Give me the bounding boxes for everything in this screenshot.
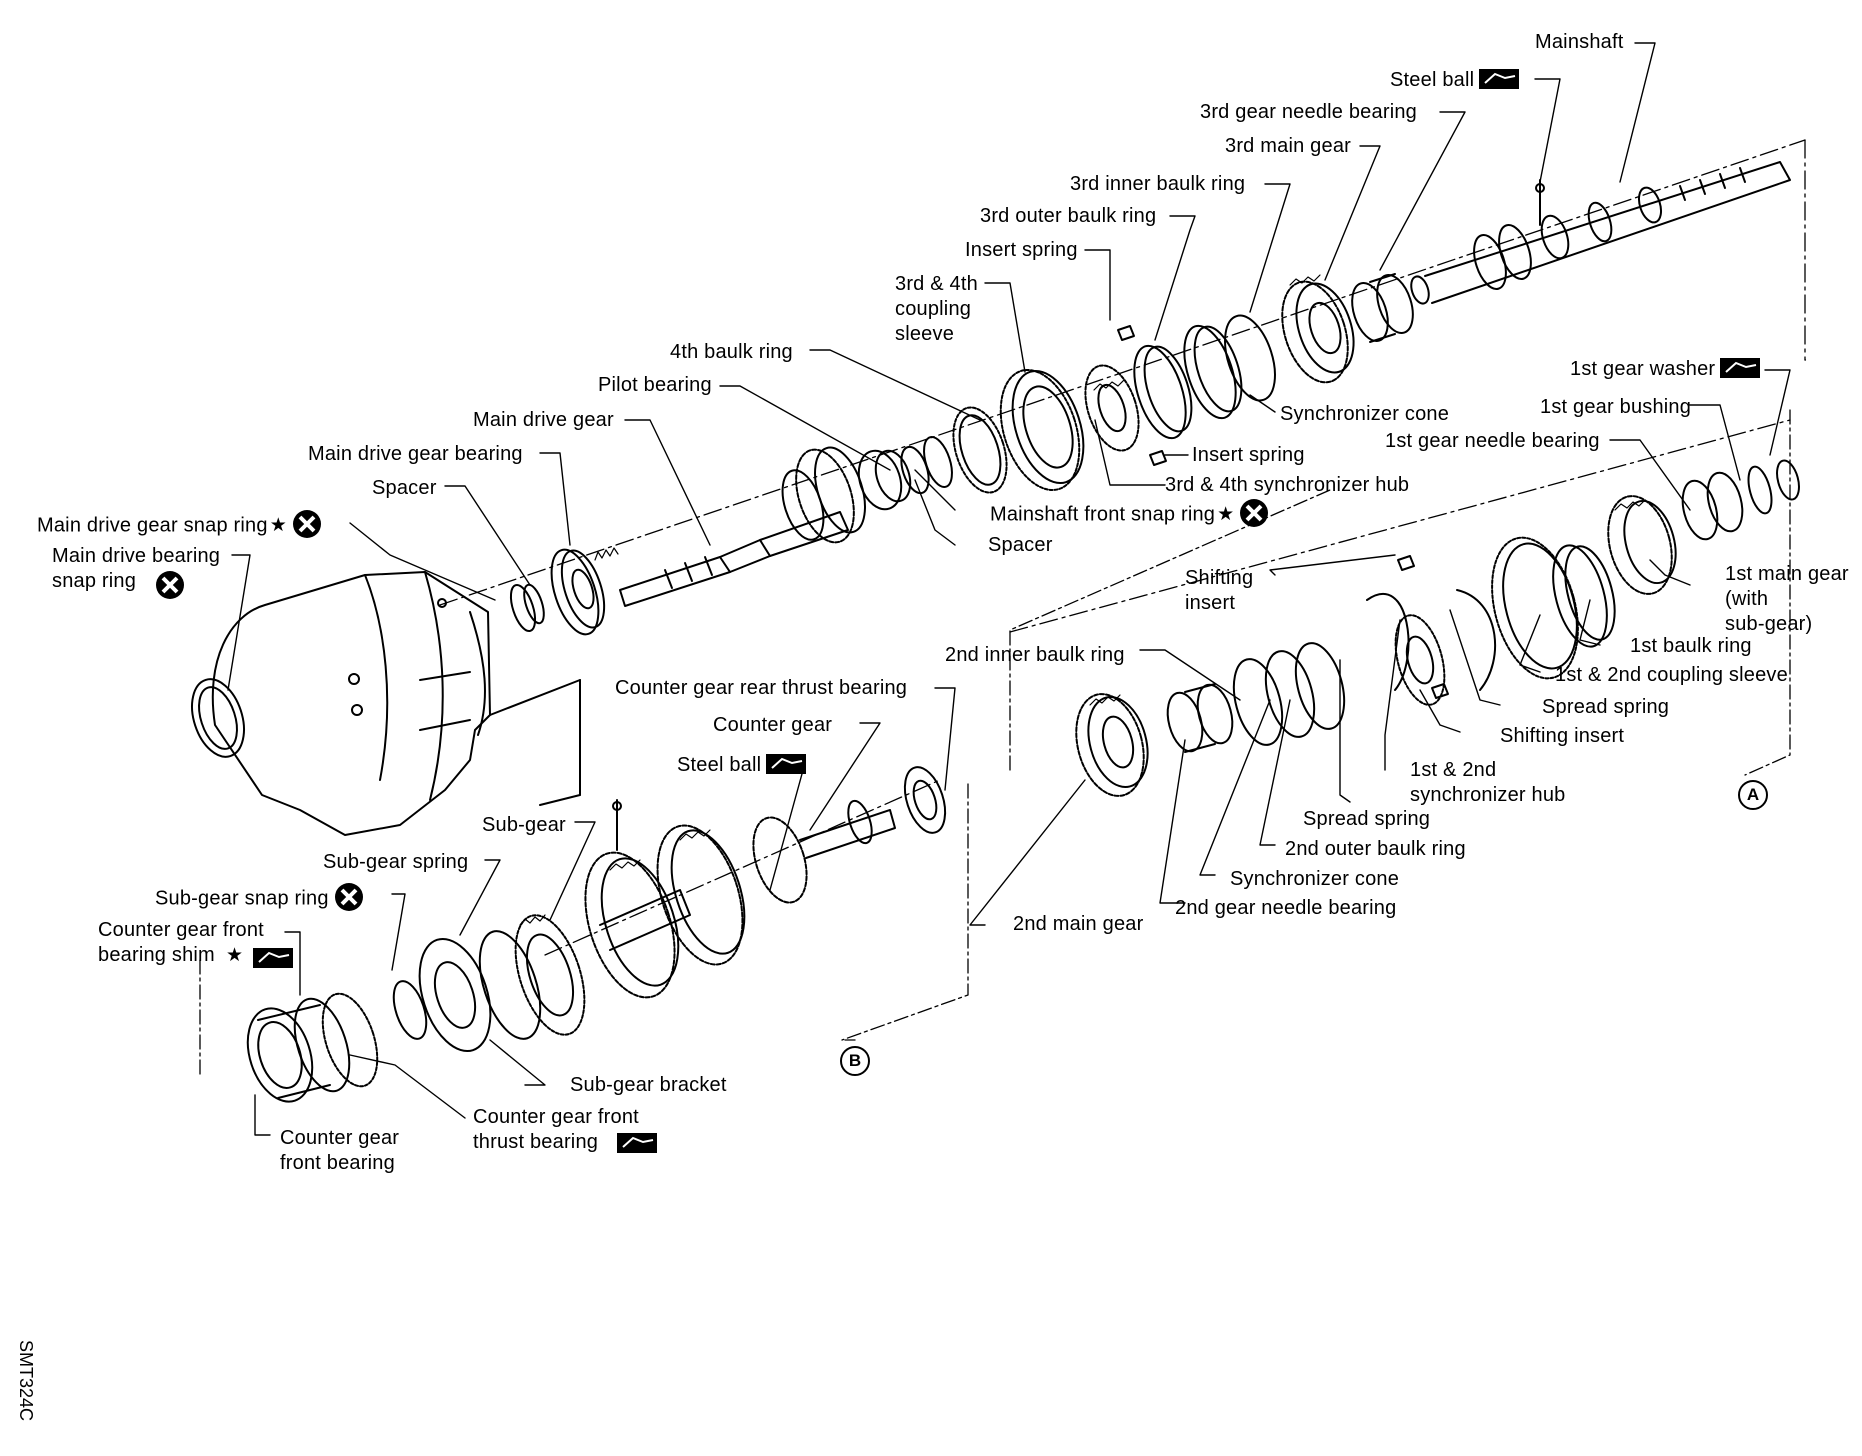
label-main-drive-gear-snap-ring: Main drive gear snap ring★ — [37, 510, 322, 541]
figure-id: SMT324C — [16, 1340, 36, 1422]
label-1st-2nd-coupling-sleeve: 1st & 2nd coupling sleeve — [1555, 664, 1788, 686]
label-shifting-insert-top: Shifting insert — [1185, 567, 1254, 614]
lubricant-icon — [617, 1133, 657, 1153]
label-counter-gear-front-bearing-shim: Counter gear front bearing shim — [98, 919, 264, 966]
label-sub-gear: Sub-gear — [482, 814, 566, 836]
label-spacer-mid: Spacer — [988, 534, 1053, 556]
label-1st-2nd-synchronizer-hub: 1st & 2nd synchronizer hub — [1410, 759, 1566, 806]
label-spread-spring-mid: Spread spring — [1303, 808, 1431, 830]
label-2nd-gear-needle-bearing: 2nd gear needle bearing — [1175, 897, 1397, 919]
label-2nd-inner-baulk-ring: 2nd inner baulk ring — [945, 644, 1125, 666]
replace-part-icon — [292, 510, 321, 538]
label-sub-gear-spring: Sub-gear spring — [323, 851, 469, 873]
label-1st-baulk-ring: 1st baulk ring — [1630, 635, 1752, 657]
label-3rd-4th-synchronizer-hub: 3rd & 4th synchronizer hub — [1165, 474, 1410, 496]
label-counter-gear-front-thrust-bearing: Counter gear front thrust bearing — [473, 1106, 639, 1153]
label-main-drive-bearing-snap-ring: Main drive bearing snap ring — [52, 545, 221, 592]
label-sub-gear-snap-ring: Sub-gear snap ring — [155, 883, 364, 914]
label-3rd-outer-baulk-ring: 3rd outer baulk ring — [980, 205, 1157, 227]
label-insert-spring-mid: Insert spring — [1192, 444, 1305, 466]
main-drive-gear-assembly — [509, 435, 953, 636]
leader-lines — [227, 42, 1791, 1136]
label-3rd-gear-needle-bearing: 3rd gear needle bearing — [1200, 101, 1417, 123]
label-mainshaft-front-snap-ring: Mainshaft front snap ring★ — [990, 499, 1269, 530]
lubricant-icon — [766, 753, 807, 774]
label-1st-gear-bushing: 1st gear bushing — [1540, 396, 1692, 418]
star-icon: ★ — [226, 944, 244, 966]
gear-teeth — [519, 274, 1646, 926]
lubricant-icon — [1479, 68, 1520, 89]
label-steel-ball-bottom: Steel ball — [677, 753, 807, 778]
label-mainshaft: Mainshaft — [1535, 31, 1624, 53]
label-counter-gear-front-bearing: Counter gear front bearing — [280, 1127, 400, 1174]
label-counter-gear-rear-thrust-bearing: Counter gear rear thrust bearing — [615, 677, 908, 699]
label-main-drive-gear: Main drive gear — [473, 409, 614, 431]
star-icon: ★ — [269, 515, 287, 537]
label-counter-gear: Counter gear — [713, 714, 833, 736]
label-4th-baulk-ring: 4th baulk ring — [670, 341, 793, 363]
synchronizer-3-4-group — [952, 314, 1276, 494]
label-3rd-main-gear: 3rd main gear — [1225, 135, 1351, 157]
transmission-case — [191, 571, 581, 836]
label-1st-gear-needle-bearing: 1st gear needle bearing — [1385, 430, 1600, 452]
replace-part-icon — [156, 571, 184, 599]
axis-lines — [439, 139, 1806, 956]
label-synchronizer-cone-bottom: Synchronizer cone — [1230, 868, 1400, 890]
label-2nd-outer-baulk-ring: 2nd outer baulk ring — [1285, 838, 1466, 860]
label-sub-gear-bracket: Sub-gear bracket — [570, 1074, 727, 1096]
label-1st-main-gear: 1st main gear (with sub-gear) — [1725, 563, 1849, 635]
lubricant-icon — [253, 948, 293, 968]
first-second-gear-group — [1075, 459, 1800, 797]
star-icon: ★ — [1217, 504, 1235, 526]
counter-gear-assembly — [246, 766, 947, 1103]
label-2nd-main-gear: 2nd main gear — [1013, 913, 1144, 935]
replace-part-icon — [1240, 499, 1269, 527]
label-3rd-inner-baulk-ring: 3rd inner baulk ring — [1070, 173, 1246, 195]
label-spacer-left: Spacer — [372, 477, 437, 499]
label-spread-spring-right: Spread spring — [1542, 696, 1670, 718]
lubricant-icon — [1720, 357, 1761, 378]
label-insert-spring-top: Insert spring — [965, 239, 1078, 261]
label-main-drive-gear-bearing: Main drive gear bearing — [308, 443, 523, 465]
label-3rd-4th-coupling-sleeve: 3rd & 4th coupling sleeve — [895, 273, 978, 345]
label-synchronizer-cone-top: Synchronizer cone — [1280, 403, 1450, 425]
replace-part-icon — [334, 883, 363, 911]
mainshaft-assembly — [1281, 161, 1791, 384]
callout-a: A — [1738, 780, 1768, 810]
label-shifting-insert-right: Shifting insert — [1500, 725, 1625, 747]
reference-lines — [199, 359, 1806, 1076]
label-1st-gear-washer: 1st gear washer — [1570, 357, 1761, 382]
callout-b: B — [840, 1046, 870, 1076]
label-pilot-bearing: Pilot bearing — [598, 374, 712, 396]
label-steel-ball-top: Steel ball — [1390, 68, 1520, 93]
